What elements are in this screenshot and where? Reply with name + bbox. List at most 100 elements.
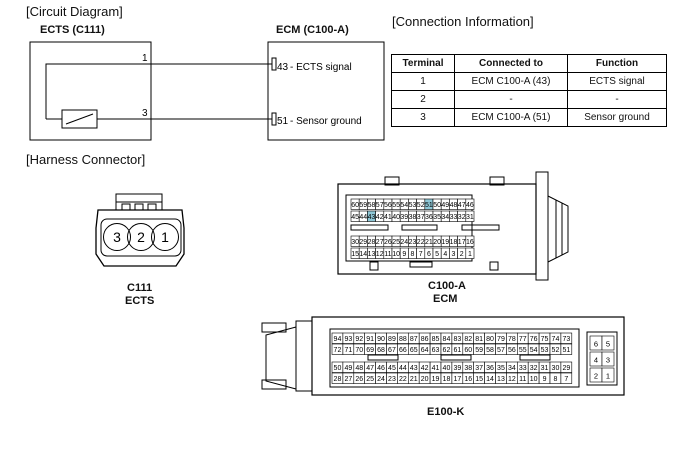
e100k-pin-cell — [386, 361, 398, 373]
circuit-diagram-heading: [Circuit Diagram] — [26, 4, 123, 19]
c100a-pin-cell — [465, 198, 475, 210]
c100a-pin-cell — [367, 198, 376, 210]
e100k-pin-label: 62 — [443, 347, 451, 354]
ecm-terminal-box-signal — [271, 57, 277, 71]
e100k-pin-cell — [440, 332, 453, 344]
e100k-pin-label: 10 — [530, 376, 538, 383]
ects-title: ECTS (C111) — [40, 24, 105, 36]
c100a-pin-cell — [449, 198, 458, 210]
e100k-side-pin-cell — [589, 367, 603, 383]
e100k-pin-cell — [375, 343, 387, 355]
c100a-pin-label: 28 — [368, 239, 376, 246]
c100a-tab — [369, 261, 379, 271]
c100a-pin-cell — [416, 198, 426, 210]
e100k-pin-label: 38 — [464, 365, 472, 372]
e100k-pin-cell — [549, 372, 562, 384]
e100k-pin-cell — [538, 332, 551, 344]
c100a-pin-label: 4 — [443, 251, 447, 258]
c100a-pin-cell — [440, 247, 450, 259]
e100k-pin-label: 7 — [564, 376, 568, 383]
e100k-pin-cell — [549, 343, 562, 355]
e100k-side-pin-label: 3 — [606, 356, 610, 365]
e100k-pin-label: 13 — [497, 376, 505, 383]
e100k-housing — [311, 316, 625, 396]
c100a-pin-label: 56 — [384, 202, 392, 209]
e100k-pin-cell — [342, 343, 355, 355]
c111-pin — [151, 223, 179, 251]
e100k-pin-cell — [549, 332, 562, 344]
header-terminal: Terminal — [391, 54, 455, 73]
e100k-pin-cell — [364, 372, 376, 384]
e100k-pin-cell — [495, 332, 507, 344]
e100k-pin-label: 55 — [519, 347, 527, 354]
wire1-pin-label: 1 — [142, 53, 148, 64]
c100a-pin-label: 18 — [450, 239, 458, 246]
c100a-pin-label: 5 — [435, 251, 439, 258]
e100k-pin-label: 20 — [421, 376, 429, 383]
e100k-pin-cell — [538, 372, 551, 384]
e100k-pin-label: 45 — [388, 365, 396, 372]
e100k-pin-label: 71 — [344, 347, 352, 354]
cell-connected-to: ECM C100-A (51) — [454, 108, 568, 127]
e100k-pin-label: 24 — [377, 376, 385, 383]
harness-connector-heading: [Harness Connector] — [26, 152, 146, 167]
e100k-pin-cell — [397, 361, 409, 373]
c100a-pin-label: 6 — [427, 251, 431, 258]
e100k-pin-label: 74 — [552, 336, 560, 343]
e100k-pin-cell — [462, 332, 474, 344]
e100k-pin-label: 37 — [475, 365, 483, 372]
e100k-pin-cell — [386, 372, 398, 384]
e100k-pin-cell — [397, 332, 409, 344]
e100k-pin-cell — [397, 372, 409, 384]
e100k-pin-label: 51 — [562, 347, 570, 354]
e100k-pin-label: 84 — [443, 336, 451, 343]
c100a-pin-label: 40 — [392, 214, 400, 221]
e100k-side-pin-label: 5 — [606, 340, 610, 349]
e100k-pin-cell — [440, 343, 453, 355]
cell-function: - — [567, 90, 667, 109]
e100k-pin-cell — [549, 361, 562, 373]
c100a-pin-cell — [449, 247, 458, 259]
c100a-pin-cell — [440, 210, 450, 222]
e100k-pin-label: 44 — [399, 365, 407, 372]
c100a-pin-cell — [408, 198, 417, 210]
e100k-pin-label: 64 — [421, 347, 429, 354]
e100k-pin-cell — [364, 343, 376, 355]
e100k-pin-cell — [473, 361, 485, 373]
e100k-pin-cell — [527, 361, 540, 373]
e100k-pin-label: 27 — [344, 376, 352, 383]
c100a-pin-label: 22 — [417, 239, 425, 246]
e100k-pin-label: 75 — [541, 336, 549, 343]
e100k-pin-label: 58 — [486, 347, 494, 354]
e100k-pin-cell — [375, 361, 387, 373]
e100k-pin-label: 80 — [486, 336, 494, 343]
c100a-pin-label: 27 — [376, 239, 384, 246]
e100k-pin-cell — [516, 361, 529, 373]
e100k-pin-label: 9 — [543, 376, 547, 383]
e100k-pin-label: 19 — [432, 376, 440, 383]
e100k-pin-cell — [516, 332, 529, 344]
c100a-pin-label: 8 — [411, 251, 415, 258]
c100a-pin-cell — [408, 210, 417, 222]
c100a-pin-cell — [440, 198, 450, 210]
c100a-inner-frame — [345, 194, 473, 262]
e100k-pin-label: 43 — [410, 365, 418, 372]
e100k-pin-label: 47 — [366, 365, 374, 372]
e100k-pin-label: 85 — [432, 336, 440, 343]
header-function: Function — [567, 54, 667, 73]
e100k-pin-label: 41 — [432, 365, 440, 372]
e100k-pin-label: 93 — [344, 336, 352, 343]
c100a-pin-cell — [391, 247, 401, 259]
c100a-pin-label: 14 — [359, 251, 367, 258]
e100k-side-mount — [265, 320, 312, 392]
e100k-pin-label: 76 — [530, 336, 538, 343]
c100a-pin-label: 31 — [466, 214, 474, 221]
c111-latch-slot — [121, 203, 131, 211]
c100a-pin-label: 13 — [368, 251, 376, 258]
c100a-pin-label: 10 — [392, 251, 400, 258]
cell-function: ECTS signal — [567, 72, 667, 91]
c100a-pin-cell — [457, 235, 467, 247]
e100k-pin-label: 50 — [334, 365, 342, 372]
e100k-pin-cell — [418, 372, 431, 384]
c100a-tab — [489, 261, 499, 271]
